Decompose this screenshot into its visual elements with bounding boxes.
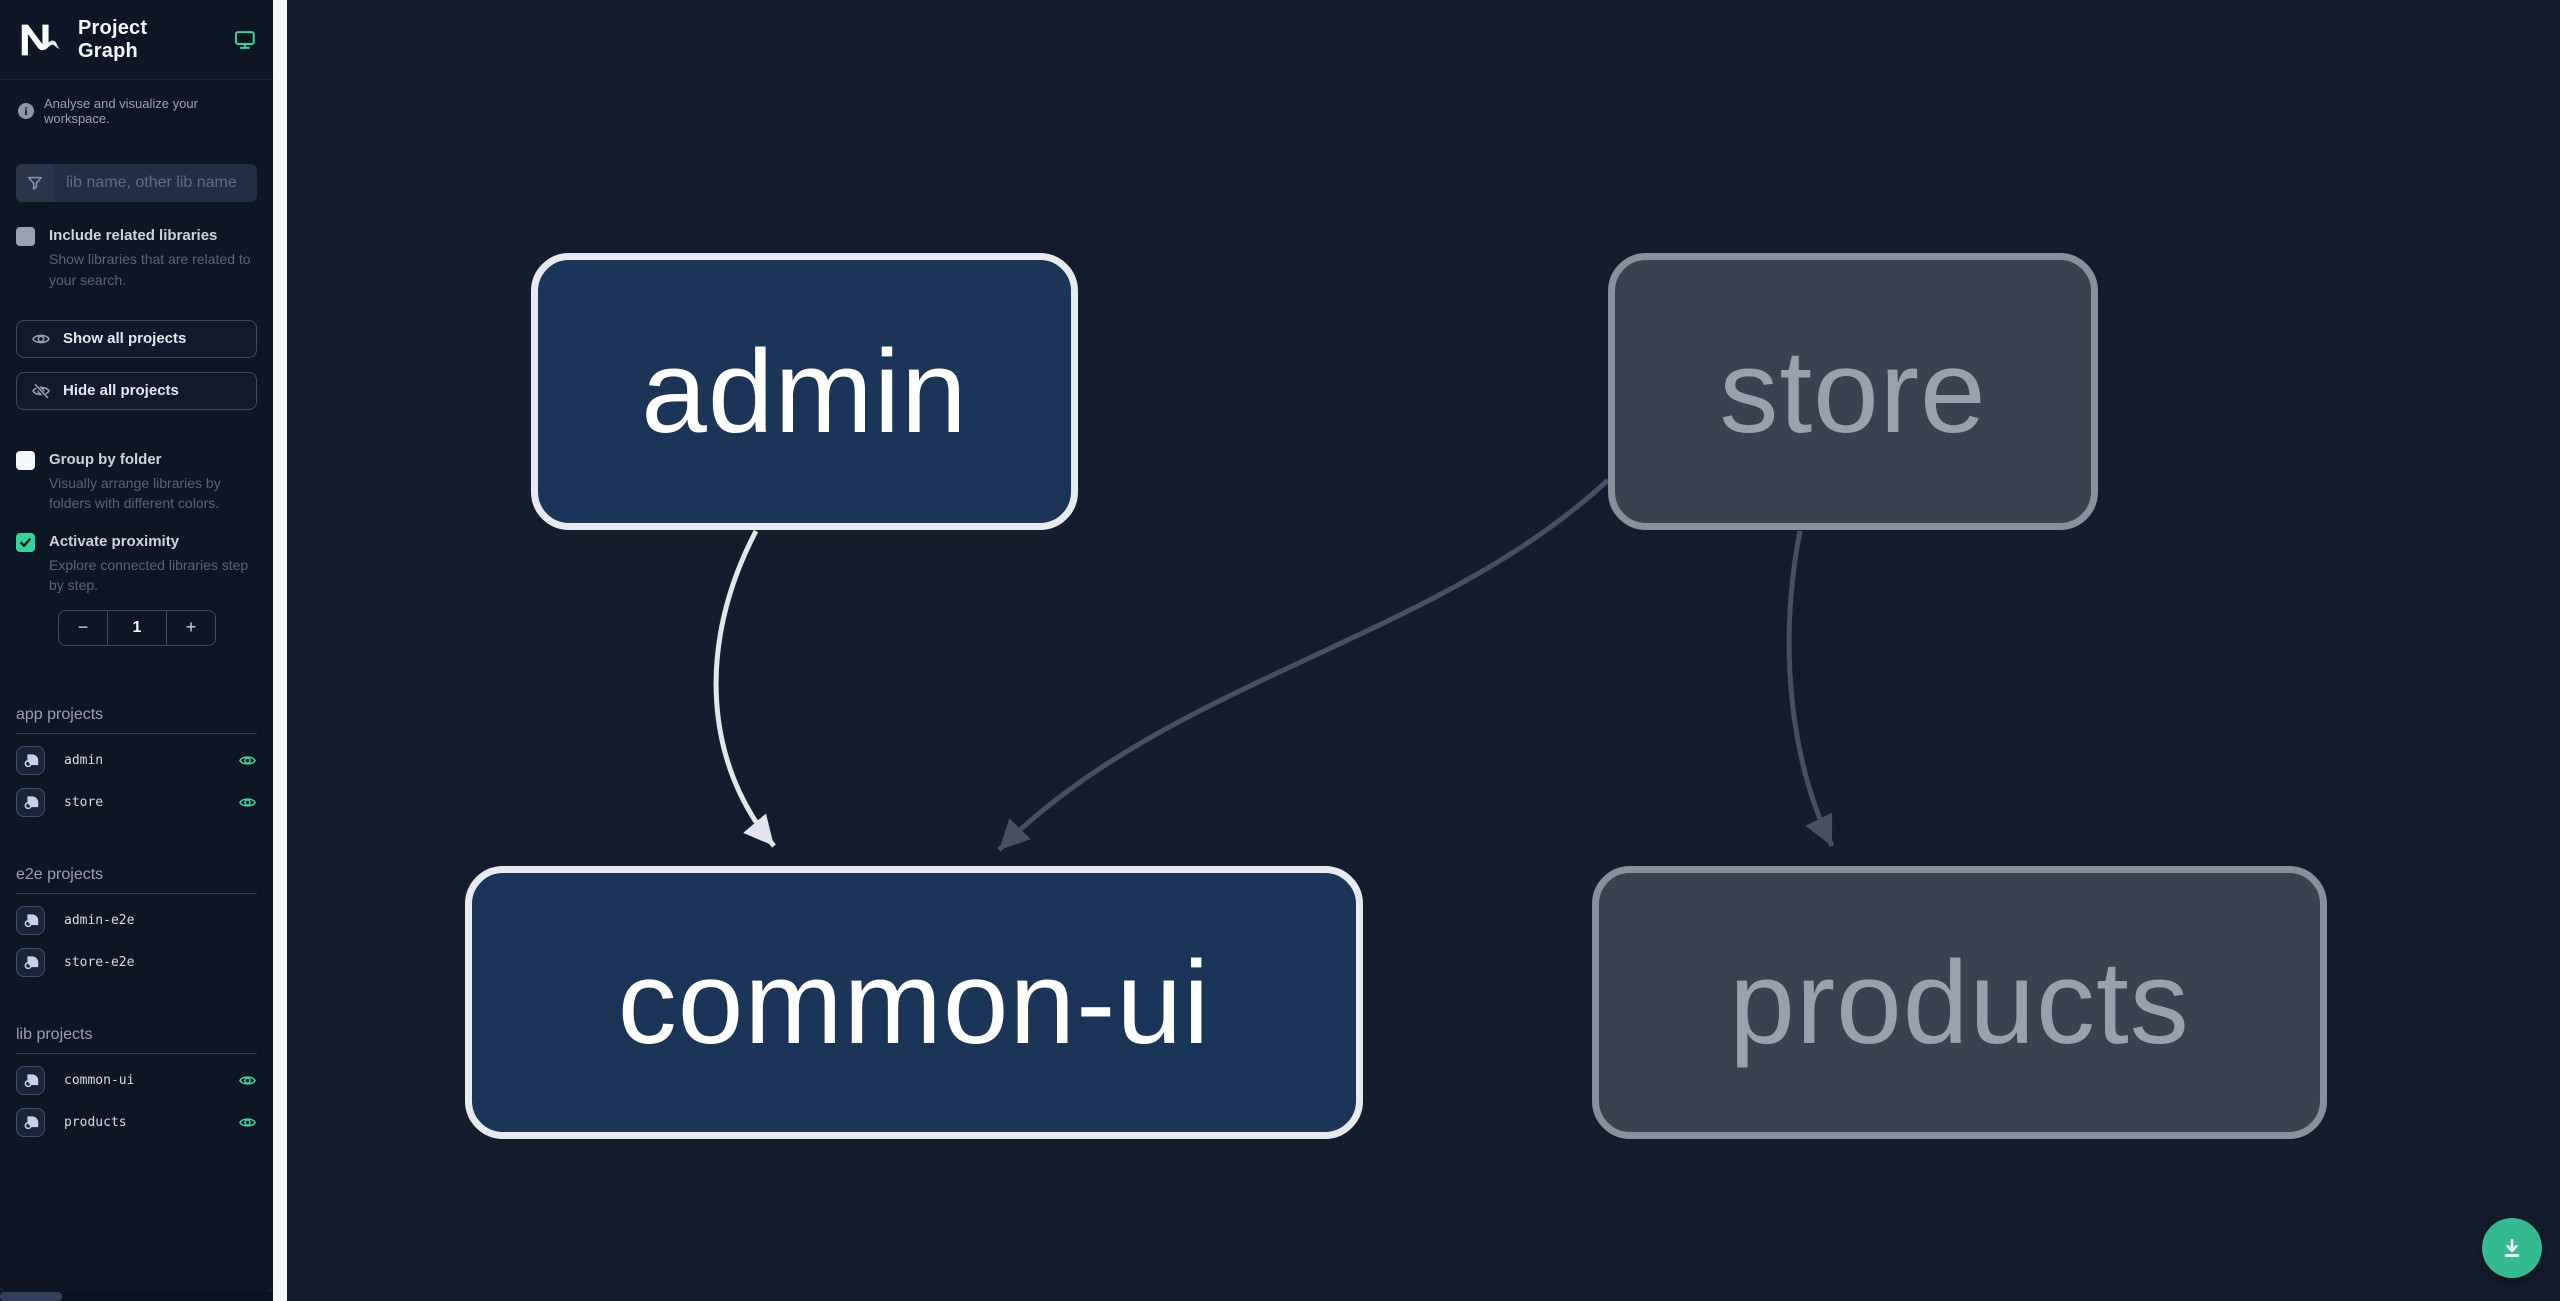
project-graph-canvas[interactable]: admin store common-ui products xyxy=(287,0,2560,1301)
project-name: admin xyxy=(64,753,104,769)
node-label: common-ui xyxy=(617,936,1211,1069)
sidebar-scrollbar-track[interactable] xyxy=(273,0,287,1301)
dependency-edges xyxy=(713,478,1835,852)
project-row-products: products xyxy=(16,1108,257,1138)
sidebar-horizontal-scrollbar[interactable] xyxy=(0,1292,273,1301)
monitor-icon[interactable] xyxy=(233,28,257,52)
show-all-projects-button[interactable]: Show all projects xyxy=(16,319,257,358)
scrollbar-thumb[interactable] xyxy=(0,1292,62,1301)
activate-proximity-description: Explore connected libraries step by step… xyxy=(49,556,249,594)
toggle-visibility-eye-icon[interactable] xyxy=(238,1113,257,1132)
graph-node-products[interactable]: products xyxy=(1592,866,2327,1139)
project-row-admin-e2e: admin-e2e xyxy=(16,906,257,936)
increment-button[interactable]: + xyxy=(167,611,215,645)
toggle-visibility-eye-icon[interactable] xyxy=(238,1071,257,1090)
group-by-folder-block: Group by folder Visually arrange librari… xyxy=(16,450,257,514)
graph-node-store[interactable]: store xyxy=(1608,253,2098,530)
group-by-folder-checkbox[interactable] xyxy=(16,450,35,470)
group-by-folder-description: Visually arrange libraries by folders wi… xyxy=(49,475,221,512)
proximity-depth-stepper: − 1 + xyxy=(58,609,216,646)
include-related-block: Include related libraries Show libraries… xyxy=(16,226,257,290)
node-label: products xyxy=(1729,936,2190,1069)
focus-project-button[interactable] xyxy=(16,746,45,776)
focus-project-button[interactable] xyxy=(16,948,45,978)
project-name: products xyxy=(64,1115,127,1131)
node-label: store xyxy=(1719,325,1987,458)
decrement-button[interactable]: − xyxy=(59,610,108,645)
include-related-label: Include related libraries xyxy=(49,227,218,244)
download-icon xyxy=(2504,1239,2520,1257)
edge-admin-to-common-ui xyxy=(713,529,776,848)
toggle-visibility-eye-icon[interactable] xyxy=(238,751,257,770)
focus-project-button[interactable] xyxy=(16,1108,45,1138)
node-label: admin xyxy=(641,325,968,458)
hide-all-projects-label: Hide all projects xyxy=(63,382,179,400)
page-title: Project Graph xyxy=(78,16,148,62)
show-all-projects-label: Show all projects xyxy=(63,330,187,348)
include-related-description: Show libraries that are related to your … xyxy=(49,251,251,288)
edge-store-to-common-ui xyxy=(997,478,1610,852)
workspace-tagline: i Analyse and visualize your workspace. xyxy=(0,80,273,126)
project-name: admin-e2e xyxy=(64,913,135,929)
focus-project-button[interactable] xyxy=(16,788,45,818)
project-filter xyxy=(16,164,257,202)
project-name: store-e2e xyxy=(64,955,135,971)
activate-proximity-checkbox[interactable] xyxy=(16,532,35,552)
include-related-checkbox[interactable] xyxy=(16,227,35,246)
section-title-lib-projects: lib projects xyxy=(16,1026,257,1054)
group-by-folder-label: Group by folder xyxy=(49,450,162,468)
filter-funnel-icon xyxy=(16,164,54,202)
info-icon: i xyxy=(18,103,34,119)
toggle-visibility-eye-icon[interactable] xyxy=(238,793,257,812)
project-name: store xyxy=(64,795,104,811)
project-row-store: store xyxy=(16,788,257,818)
sidebar-header: Project Graph xyxy=(0,0,273,80)
proximity-depth-value: 1 xyxy=(108,610,167,645)
search-input[interactable] xyxy=(54,164,257,202)
eye-off-icon xyxy=(32,382,50,400)
graph-node-admin[interactable]: admin xyxy=(531,253,1078,530)
focus-project-button[interactable] xyxy=(16,1066,45,1096)
section-title-e2e-projects: e2e projects xyxy=(16,866,257,894)
tagline-text: Analyse and visualize your workspace. xyxy=(44,96,198,126)
project-row-common-ui: common-ui xyxy=(16,1066,257,1096)
edge-store-to-products xyxy=(1786,530,1835,848)
graph-node-common-ui[interactable]: common-ui xyxy=(465,866,1363,1139)
project-name: common-ui xyxy=(64,1073,135,1089)
focus-project-button[interactable] xyxy=(16,906,45,936)
nx-logo-icon xyxy=(21,24,61,55)
sidebar: Project Graph i Analyse and visualize yo… xyxy=(0,0,273,1292)
download-image-button[interactable] xyxy=(2482,1218,2542,1278)
activate-proximity-block: Activate proximity Explore connected lib… xyxy=(16,532,257,596)
section-title-app-projects: app projects xyxy=(16,706,257,734)
project-row-store-e2e: store-e2e xyxy=(16,948,257,978)
eye-icon xyxy=(32,334,50,344)
activate-proximity-label: Activate proximity xyxy=(49,532,180,550)
project-row-admin: admin xyxy=(16,746,257,776)
hide-all-projects-button[interactable]: Hide all projects xyxy=(16,371,257,410)
